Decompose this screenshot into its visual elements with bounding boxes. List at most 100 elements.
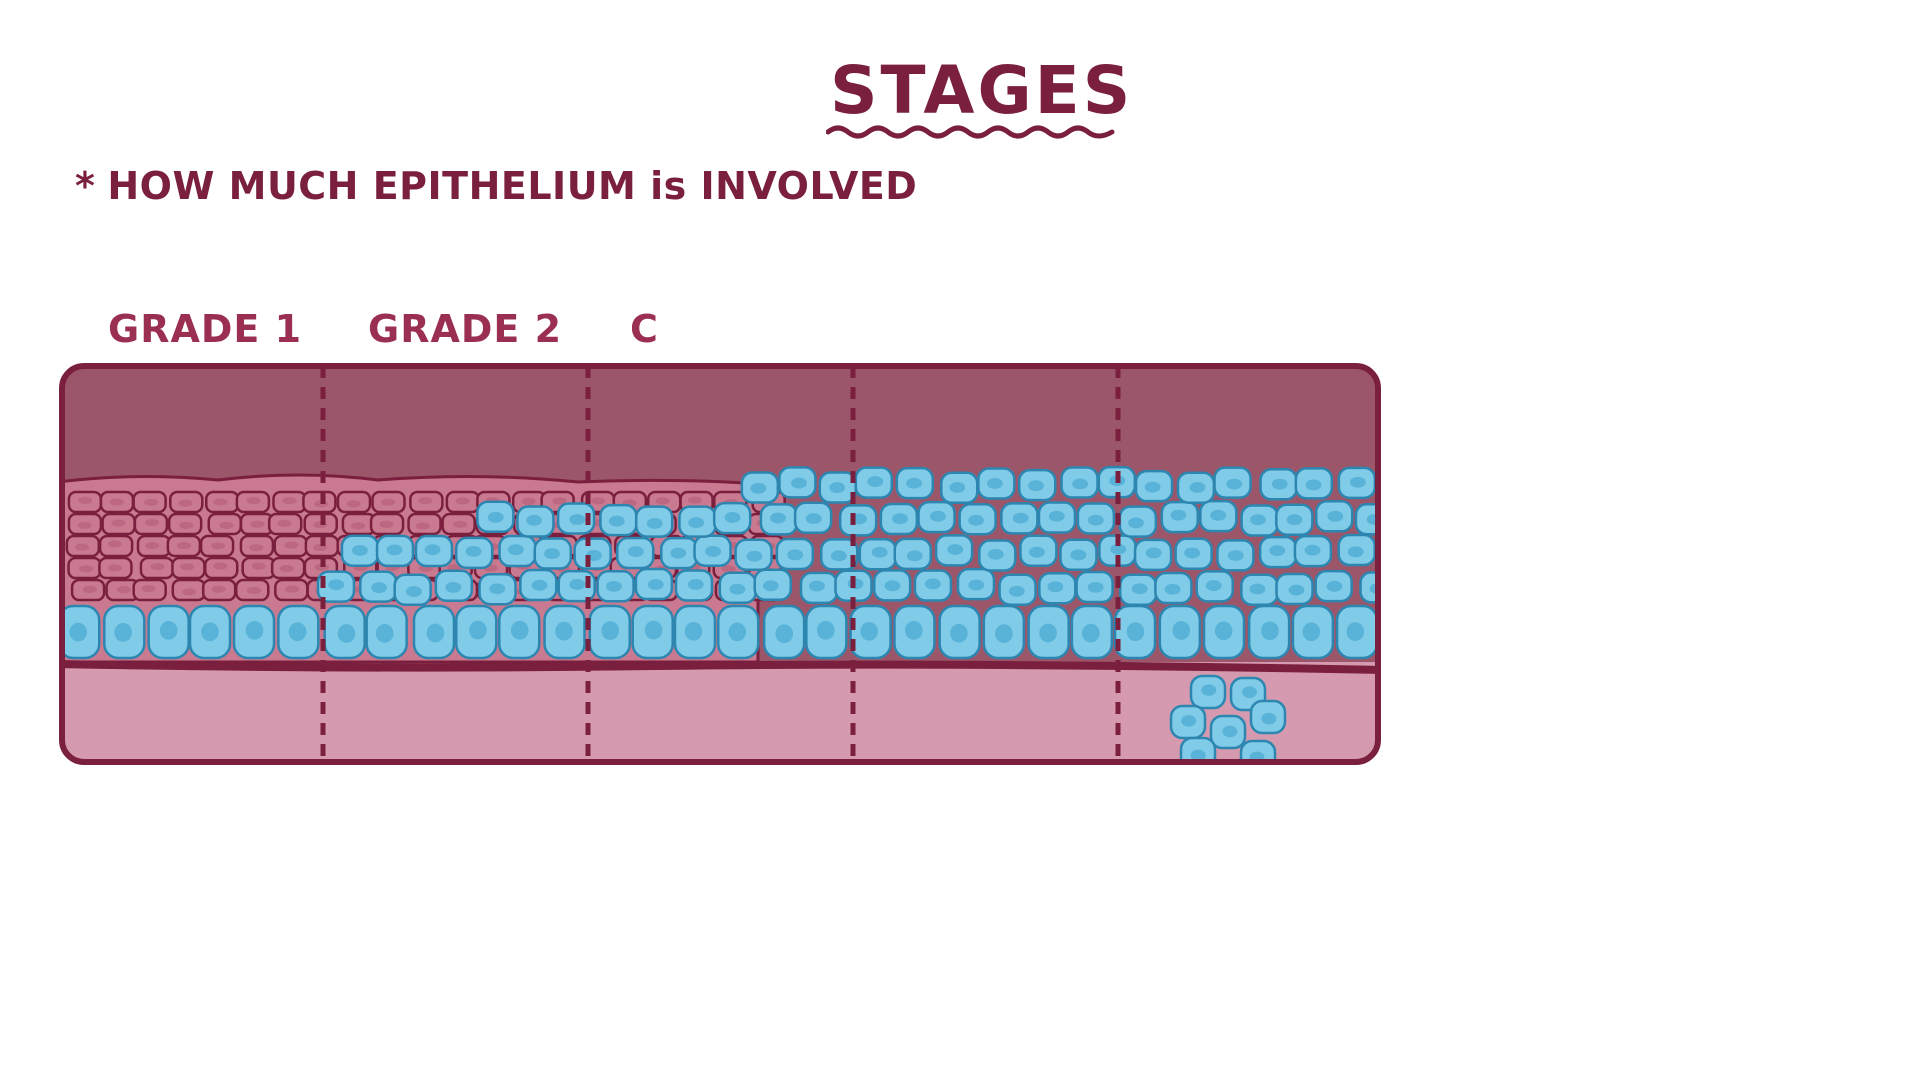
dysplastic-cell-nucleus (544, 548, 560, 559)
dysplastic-cell-nucleus (925, 578, 941, 589)
basal-cell-nucleus (338, 624, 356, 643)
normal-cell-nucleus (75, 544, 89, 551)
dysplastic-cell-nucleus (1206, 580, 1222, 591)
normal-cell-nucleus (177, 542, 191, 549)
normal-cell-nucleus (456, 497, 470, 504)
dysplastic-cell-nucleus (885, 580, 901, 591)
normal-cell-nucleus (280, 565, 294, 572)
dysplastic-cell-nucleus (806, 513, 822, 524)
dysplastic-cell-nucleus (1028, 480, 1044, 491)
normal-cell-nucleus (108, 540, 122, 547)
dysplastic-cell-nucleus (872, 547, 888, 558)
basal-cell-nucleus (1303, 622, 1321, 641)
normal-cell-nucleus (213, 562, 227, 569)
dysplastic-cell-nucleus (968, 580, 984, 591)
dysplastic-cell-nucleus (569, 514, 585, 525)
dysplastic-cell-nucleus (907, 550, 923, 561)
dysplastic-cell-nucleus (1190, 482, 1206, 493)
dysplastic-cell-nucleus (750, 483, 766, 494)
dysplastic-cell-nucleus (526, 515, 542, 526)
dysplastic-cell-nucleus (1072, 478, 1088, 489)
dysplastic-cell-nucleus (725, 512, 741, 523)
dysplastic-cell-nucleus (1327, 511, 1343, 522)
basal-cell-nucleus (728, 623, 746, 642)
basal-cell-nucleus (1127, 622, 1145, 641)
grade-2-label: GRADE 2 (368, 307, 562, 351)
basal-cell-nucleus (601, 621, 619, 640)
dysplastic-cell-nucleus (606, 581, 622, 592)
invading-cell-nucleus (1222, 726, 1237, 738)
normal-cell-nucleus (117, 586, 131, 593)
normal-cell-nucleus (144, 499, 158, 506)
basal-cell-nucleus (1261, 621, 1279, 640)
dysplastic-cell-nucleus (1272, 479, 1288, 490)
basal-cell-nucleus (555, 622, 573, 641)
page-title: STAGES (830, 52, 1133, 129)
dysplastic-cell-nucleus (1070, 550, 1086, 561)
epithelium-diagram (58, 362, 1388, 772)
invading-cell-nucleus (1261, 713, 1276, 725)
dysplastic-cell-nucleus (1228, 550, 1244, 561)
dysplastic-cell-nucleus (746, 551, 762, 562)
dysplastic-cell-nucleus (1350, 477, 1366, 488)
dysplastic-cell-nucleus (1170, 510, 1186, 521)
dysplastic-cell-nucleus (648, 579, 664, 590)
normal-cell-nucleus (688, 497, 702, 504)
normal-cell-nucleus (277, 520, 291, 527)
dysplastic-cell-nucleus (949, 482, 965, 493)
dysplastic-cell-nucleus (705, 546, 721, 557)
normal-cell-nucleus (347, 500, 361, 507)
normal-cell-nucleus (381, 499, 395, 506)
dysplastic-cell-nucleus (1287, 514, 1303, 525)
dysplastic-cell-nucleus (406, 586, 422, 597)
normal-cell-nucleus (212, 586, 226, 593)
normal-cell-nucleus (219, 522, 233, 529)
dysplastic-cell-nucleus (387, 544, 403, 555)
normal-cell-nucleus (182, 588, 196, 595)
dysplastic-cell-nucleus (532, 580, 548, 591)
basement-membrane (58, 664, 1388, 670)
basal-cell-nucleus (376, 624, 394, 643)
normal-cell-nucleus (179, 522, 193, 529)
dysplastic-cell-nucleus (1184, 548, 1200, 559)
dysplastic-cell-nucleus (609, 516, 625, 527)
basal-cell-nucleus (817, 621, 835, 640)
basal-cell-nucleus (775, 624, 793, 643)
normal-cell-nucleus (284, 541, 298, 548)
dysplastic-cell-nucleus (425, 544, 441, 555)
normal-cell-nucleus (453, 521, 467, 528)
normal-cell-nucleus (591, 497, 605, 504)
dysplastic-cell-nucleus (489, 583, 505, 594)
dysplastic-cell-nucleus (906, 478, 922, 489)
grade-1-label: GRADE 1 (108, 307, 302, 351)
dysplastic-cell-nucleus (1165, 584, 1181, 595)
normal-cell-nucleus (180, 563, 194, 570)
basal-cell-nucleus (1173, 621, 1191, 640)
dysplastic-cell-nucleus (1348, 546, 1364, 557)
dysplastic-cell-nucleus (947, 544, 963, 555)
dysplastic-cell-nucleus (1049, 511, 1065, 522)
dysplastic-cell-nucleus (1305, 545, 1321, 556)
normal-cell-nucleus (282, 497, 296, 504)
basal-cell-nucleus (685, 622, 703, 641)
basal-cell-nucleus (69, 623, 87, 642)
basal-cell-nucleus (1215, 622, 1233, 641)
normal-cell-nucleus (110, 498, 124, 505)
dysplastic-cell-nucleus (787, 550, 803, 561)
normal-cell-nucleus (151, 563, 165, 570)
normal-cell-nucleus (111, 519, 125, 526)
dysplastic-cell-nucleus (770, 513, 786, 524)
dysplastic-cell-nucleus (1088, 582, 1104, 593)
basal-cell-nucleus (201, 622, 219, 641)
normal-cell-nucleus (83, 586, 97, 593)
dysplastic-cell-nucleus (1132, 583, 1148, 594)
normal-cell-nucleus (249, 544, 263, 551)
dysplastic-cell-nucleus (968, 515, 984, 526)
bullet-note: *HOW MUCH EPITHELIUM is INVOLVED (75, 164, 917, 208)
normal-cell-nucleus (211, 542, 225, 549)
dysplastic-cell-nucleus (647, 518, 663, 529)
basal-cell-nucleus (950, 624, 968, 643)
dysplastic-cell-nucleus (488, 512, 504, 523)
dysplastic-cell-nucleus (791, 478, 807, 489)
dysplastic-cell-nucleus (729, 584, 745, 595)
